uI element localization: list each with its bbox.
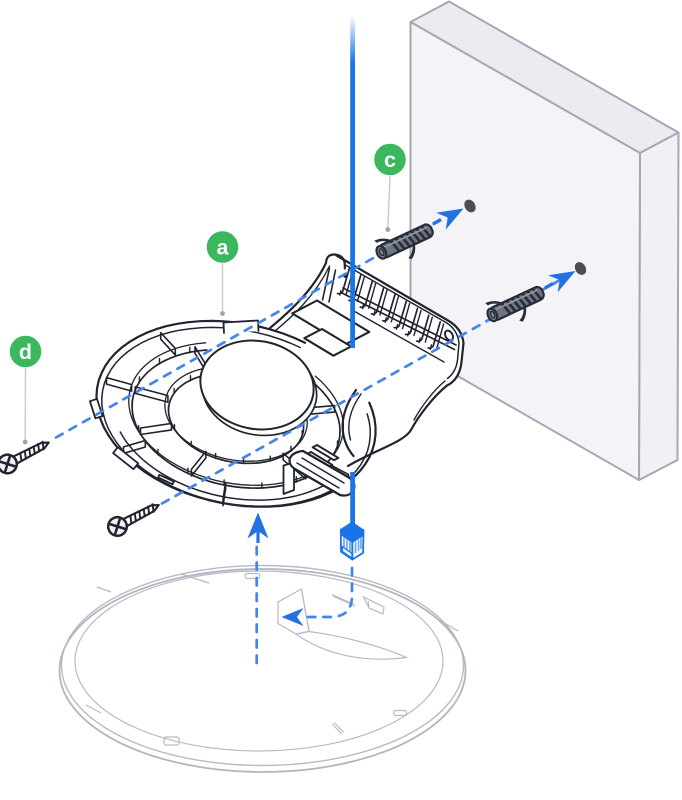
svg-text:c: c	[384, 148, 396, 172]
svg-text:d: d	[19, 340, 32, 364]
svg-text:a: a	[217, 236, 230, 260]
